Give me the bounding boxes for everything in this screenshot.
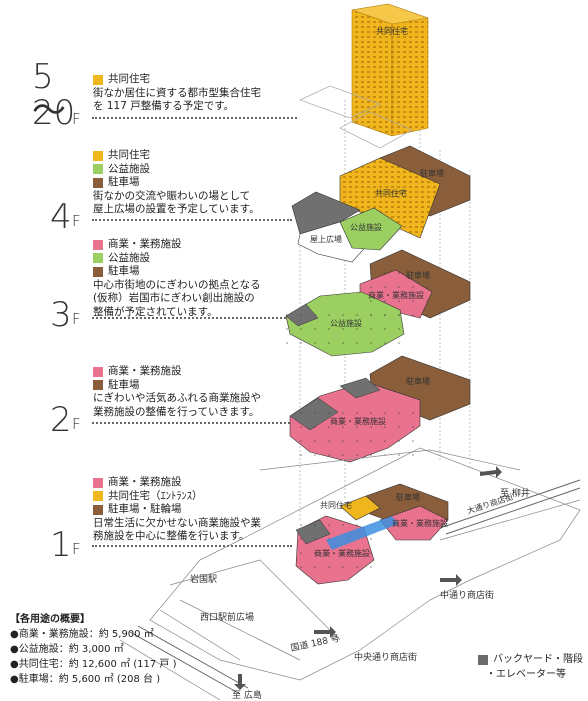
floor-f-label: F — [72, 212, 81, 230]
legend-item-housing: 共同住宅 — [93, 149, 260, 163]
legend-item-commercial: 商業・業務施設 — [93, 365, 261, 379]
label-2f-parking: 駐車場 — [406, 376, 430, 386]
swatch-housing — [93, 491, 103, 502]
legend-item-housing-entrance: 共同住宅（ｴﾝﾄﾗﾝｽ） — [93, 490, 261, 504]
label-3f-parking: 駐車場 — [406, 270, 430, 280]
swatch-commercial — [93, 366, 103, 377]
label-1f-parking: 駐車場 — [396, 492, 420, 502]
housing-tower: 共同住宅 — [299, 3, 429, 149]
label-3f-public: 公益施設 — [330, 318, 362, 328]
leader-line — [92, 545, 292, 547]
plan-3f: 駐車場 商業・業務施設 公益施設 — [285, 249, 471, 357]
plan-4f: 駐車場 共同住宅 屋上広場 公益施設 — [291, 145, 471, 263]
map-label-hiroshima: 至 広島 — [232, 691, 262, 701]
swatch-housing — [93, 150, 103, 161]
leader-line — [92, 219, 292, 221]
floor-number: 4 — [50, 197, 72, 237]
map-label-nishiguchi: 西口駅前広場 — [200, 613, 255, 623]
floor-legend: 共同住宅 公益施設 駐車場 街なかの交流や賑わいの場として 屋上広場の設置を予定… — [93, 149, 260, 217]
floor-number: 2 — [50, 400, 72, 440]
label-1f-commercial-b: 商業・業務施設 — [392, 518, 448, 528]
legend-item-public: 公益施設 — [93, 163, 260, 177]
plan-1f-site: 共同住宅 駐車場 商業・業務施設 商業・業務施設 大通り商店街 — [119, 447, 581, 700]
floor-description-line: にぎわいや活気あふれる商業施設や — [93, 392, 261, 404]
legend-item-parking-bicycle: 駐車場・駐輪場 — [93, 503, 261, 517]
map-label-chuo-dori: 中央通り商店街 — [354, 653, 418, 663]
floor-description-line: 街なか居住に資する都市型集合住宅 — [93, 86, 261, 99]
floor-legend: 共同住宅 街なか居住に資する都市型集合住宅 を 117 戸整備する予定です。 — [93, 73, 261, 114]
swatch-parking — [93, 380, 103, 391]
label-1f-commercial-a: 商業・業務施設 — [314, 548, 370, 558]
legend-item-parking: 駐車場 — [93, 265, 261, 279]
swatch-parking — [93, 266, 103, 277]
legend-item-commercial: 商業・業務施設 — [93, 238, 261, 252]
legend-item-public: 公益施設 — [93, 252, 261, 266]
floor-description-line: 務施設を中心に整備を行います。 — [93, 530, 250, 542]
floor-f-label: F — [72, 540, 81, 558]
floor-description-line: を 117 戸整備する予定です。 — [93, 100, 235, 112]
label-3f-commercial: 商業・業務施設 — [368, 290, 424, 300]
leader-line — [92, 422, 290, 424]
map-label-naka-dori: 中通り商店街 — [440, 591, 495, 601]
legend-item-parking: 駐車場 — [93, 176, 260, 190]
floor-description-line: (仮称）岩国市にぎわい創出施設の — [93, 292, 255, 304]
usage-summary: 【各用途の概要】 ●商業・業務施設：約 5,900 ㎡ ●公益施設：約 3,00… — [10, 612, 177, 687]
leader-line — [92, 317, 290, 319]
legend-item-parking: 駐車場 — [93, 379, 261, 393]
floor-description-line: 業務施設の整備を行っていきます。 — [93, 405, 260, 418]
legend-item-housing: 共同住宅 — [93, 73, 261, 87]
plan-2f: 駐車場 商業・業務施設 — [289, 355, 471, 463]
arrow-hiroshima-icon — [234, 674, 246, 690]
summary-title: 【各用途の概要】 — [10, 614, 90, 625]
arrow-chuo-dori-icon — [314, 626, 336, 638]
arrow-yanai-icon — [480, 466, 502, 478]
floor-number-top: 5～ — [32, 57, 66, 131]
backyard-legend: バックヤード・階段 ・エレベーター等 — [478, 652, 583, 682]
floor-description-line: 中心市街地のにぎわいの拠点となる — [93, 278, 261, 291]
label-2f-commercial: 商業・業務施設 — [330, 416, 386, 426]
swatch-public — [93, 253, 103, 264]
summary-item: ●公益施設：約 3,000 ㎡ — [10, 644, 124, 655]
floor-f-label: F — [72, 310, 81, 328]
legend-item-commercial: 商業・業務施設 — [93, 476, 261, 490]
swatch-commercial — [93, 239, 103, 250]
summary-item: ●共同住宅：約 12,600 ㎡ (117 戸 ) — [10, 659, 177, 670]
swatch-backyard — [478, 654, 488, 665]
map-label-yanai: 至 柳井 — [500, 489, 530, 499]
label-4f-public: 公益施設 — [350, 222, 382, 232]
floor-description-line: 整備が予定されています。 — [93, 305, 218, 318]
floor-number-bottom: 20 — [32, 93, 76, 133]
label-1f-housing: 共同住宅 — [320, 500, 352, 510]
leader-line — [92, 117, 297, 119]
map-label-iwakuni-station: 岩国駅 — [190, 575, 218, 585]
floor-f-label: F — [72, 110, 81, 128]
floor-legend: 商業・業務施設 共同住宅（ｴﾝﾄﾗﾝｽ） 駐車場・駐輪場 日常生活に欠かせない商… — [93, 476, 261, 544]
arrow-naka-dori-icon — [440, 574, 462, 586]
label-4f-plaza: 屋上広場 — [310, 234, 342, 244]
swatch-parking — [93, 177, 103, 188]
summary-item: ●商業・業務施設：約 5,900 ㎡ — [10, 629, 154, 640]
swatch-commercial — [93, 477, 103, 488]
floor-legend: 商業・業務施設 駐車場 にぎわいや活気あふれる商業施設や 業務施設の整備を行って… — [93, 365, 261, 419]
label-4f-parking: 駐車場 — [420, 168, 444, 178]
floor-legend: 商業・業務施設 公益施設 駐車場 中心市街地のにぎわいの拠点となる (仮称）岩国… — [93, 238, 261, 319]
floor-description-line: 日常生活に欠かせない商業施設や業 — [93, 516, 261, 529]
summary-item: ●駐車場：約 5,600 ㎡ (208 台 ) — [10, 674, 161, 685]
swatch-housing — [93, 74, 103, 85]
floor-description-line: 屋上広場の設置を予定しています。 — [93, 203, 260, 215]
tower-label: 共同住宅 — [376, 26, 408, 36]
floor-f-label: F — [72, 415, 81, 433]
label-4f-housing: 共同住宅 — [375, 188, 407, 198]
swatch-parking — [93, 504, 103, 515]
floor-number: 3 — [50, 295, 72, 335]
swatch-public — [93, 164, 103, 175]
floor-number: 1 — [50, 525, 72, 565]
floor-description-line: 街なかの交流や賑わいの場として — [93, 189, 251, 202]
